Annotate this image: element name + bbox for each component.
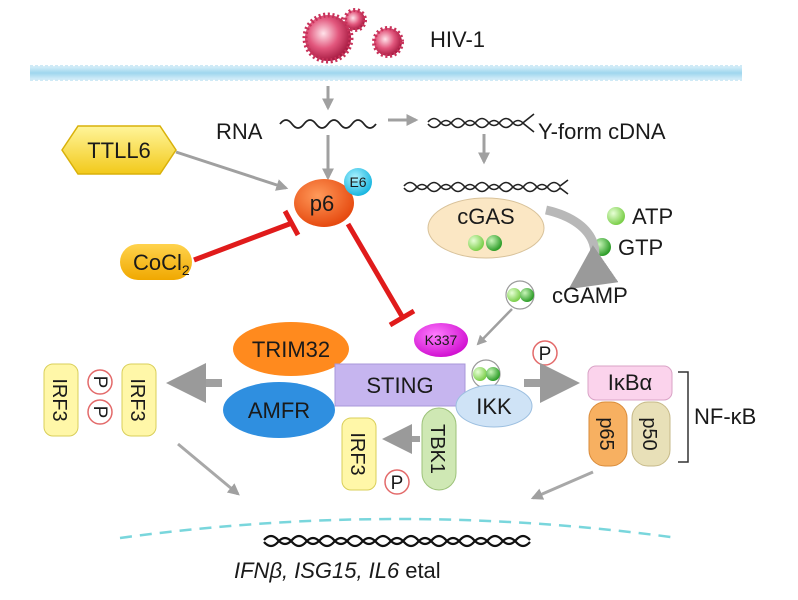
cgas-label: cGAS [457, 204, 514, 229]
amfr-node: AMFR [223, 382, 335, 438]
e6-label: E6 [349, 174, 366, 190]
tbk1-node: TBK1 [421, 407, 457, 491]
cgamp-node: cGAMP [505, 280, 628, 310]
cgamp-label: cGAMP [552, 283, 628, 308]
cdna-label: Y-form cDNA [538, 119, 666, 144]
cgas-dna [403, 179, 569, 191]
k337-label: K337 [425, 332, 458, 348]
nfkb-bracket [678, 371, 689, 463]
p65-label: p65 [595, 417, 617, 450]
p6-node: p6 [294, 179, 354, 227]
nuclear-envelope [119, 517, 679, 540]
k337-node: K337 [414, 323, 468, 357]
arrow-nfkb-genes [530, 470, 594, 500]
phospho-badge: P [532, 340, 558, 366]
amfr-label: AMFR [248, 398, 310, 423]
ikk-label: IKK [476, 394, 512, 419]
irf3-label: IRF3 [346, 432, 368, 475]
phospho-label: P [391, 473, 404, 494]
gene-ifnb: IFNβ, [234, 558, 288, 583]
hiv-label: HIV-1 [430, 27, 485, 52]
trim32-node: TRIM32 [233, 322, 349, 376]
irf3-dimer-label-left: IRF3 [48, 378, 70, 421]
gene-isg15: ISG15, [294, 558, 362, 583]
nfkb-complex: IκBα p65 p50 NF-κB [587, 365, 756, 467]
inhibit-cocl2-p6 [193, 209, 301, 263]
tbk1-label: TBK1 [426, 424, 448, 474]
gene-il6: IL6 [369, 558, 400, 583]
ttll6-node: TTLL6 [61, 125, 177, 175]
inhibit-p6-sting [345, 222, 416, 328]
irf3-dimer: IRF3 IRF3 P P [43, 363, 157, 437]
ikba-node: IκBα [587, 365, 673, 401]
hiv-virions [302, 8, 404, 64]
phospho-label: P [89, 406, 110, 419]
atp-node: ATP [607, 204, 673, 229]
rna-strand [279, 119, 377, 129]
virus-particle [372, 26, 404, 58]
arrow-cgamp-sting [476, 308, 513, 346]
gtp-label: GTP [618, 235, 663, 260]
gtp-node: GTP [593, 235, 663, 260]
gene-suffix: etal [405, 558, 440, 583]
irf3-node: IRF3 [341, 417, 377, 491]
phospho-badge: P [384, 469, 410, 495]
irf3-left: IRF3 [43, 363, 79, 437]
genomic-dna [263, 534, 531, 548]
cocl2-node: CoCl2 [120, 244, 192, 280]
virus-particle [302, 12, 354, 64]
cocl2-base: CoCl [133, 250, 182, 275]
phospho-label: P [539, 344, 552, 365]
rna-label: RNA [216, 119, 263, 144]
atp-label: ATP [632, 204, 673, 229]
arrow-ttll6-p6 [175, 150, 289, 191]
cocl2-label: CoCl2 [133, 250, 190, 278]
cgas-node: cGAS [403, 179, 569, 259]
arrow-cgas-cgamp [544, 205, 619, 290]
e6-node: E6 [344, 168, 372, 196]
sting-cgamp-bound [471, 359, 501, 389]
irf3-right: IRF3 [121, 363, 157, 437]
virus-particle [343, 8, 367, 32]
sting-node: STING [334, 363, 466, 407]
sting-label: STING [366, 373, 433, 398]
irf3-dimer-label-right: IRF3 [126, 378, 148, 421]
ikba-label: IκBα [608, 370, 653, 395]
trim32-label: TRIM32 [252, 337, 330, 362]
p65-node: p65 [588, 401, 628, 467]
phospho-badge: P [87, 399, 113, 425]
cell-membrane [30, 65, 742, 81]
p6-label: p6 [310, 191, 334, 216]
ikk-node: IKK [455, 384, 533, 428]
phospho-label: P [89, 376, 110, 389]
cdna-helix [427, 113, 535, 133]
phospho-badge: P [87, 369, 113, 395]
cocl2-subscript: 2 [182, 262, 190, 278]
nfkb-label: NF-κB [694, 404, 756, 429]
arrow-irf3-genes [177, 442, 240, 496]
p50-label: p50 [638, 417, 660, 450]
p50-node: p50 [631, 401, 671, 467]
ttll6-label: TTLL6 [87, 138, 151, 163]
